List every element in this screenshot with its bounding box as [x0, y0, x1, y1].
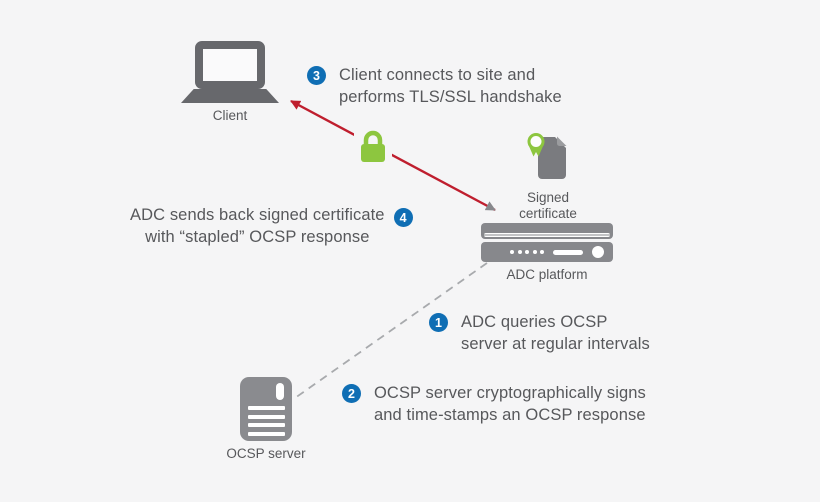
appliance-bottom-unit: [481, 242, 613, 262]
step-2: 2 OCSP server cryptographically signs an…: [342, 383, 646, 426]
step-4-badge: 4: [393, 208, 413, 227]
step-2-line-2: and time-stamps an OCSP response: [374, 405, 646, 424]
step-3: 3 Client connects to site and performs T…: [307, 65, 562, 108]
step-1-text: ADC queries OCSP server at regular inter…: [461, 312, 650, 355]
step-1-badge: 1: [429, 313, 448, 332]
signed-certificate-label-line-2: certificate: [519, 205, 577, 221]
adc-platform-label: ADC platform: [506, 267, 588, 282]
step-1-line-2: server at regular intervals: [461, 334, 650, 353]
step-1: 1 ADC queries OCSP server at regular int…: [429, 312, 650, 355]
adc-platform-node: ADC platform: [481, 223, 613, 283]
step-1-line-1: ADC queries OCSP: [461, 313, 608, 331]
step-2-line-1: OCSP server cryptographically signs: [374, 384, 646, 402]
step-3-line-2: performs TLS/SSL handshake: [339, 87, 562, 106]
appliance-led-dots: [510, 250, 544, 254]
padlock-icon: [354, 126, 392, 168]
step-3-text: Client connects to site and performs TLS…: [339, 65, 562, 108]
appliance-drive-bay: [553, 249, 583, 255]
signed-certificate-node: Signed certificate: [505, 131, 591, 221]
certificate-award-icon: [505, 131, 591, 188]
ocsp-server-node: OCSP server: [216, 377, 316, 462]
step-4-line-1: ADC sends back signed certificate: [130, 206, 385, 224]
ocsp-query-dashed-line: [294, 262, 488, 399]
step-4-text: ADC sends back signed certificate with “…: [130, 205, 385, 248]
step-3-line-1: Client connects to site and: [339, 66, 536, 84]
appliance-power-button: [592, 246, 604, 258]
ocsp-server-label: OCSP server: [226, 446, 306, 461]
client-node: Client: [181, 41, 279, 124]
signed-certificate-label-line-1: Signed: [526, 190, 570, 205]
laptop-icon: [181, 41, 279, 103]
laptop-base: [181, 89, 279, 103]
appliance-icon: [481, 223, 613, 262]
step-4: ADC sends back signed certificate with “…: [130, 205, 413, 248]
appliance-slot: [484, 233, 610, 237]
step-4-line-2: with “stapled” OCSP response: [145, 227, 370, 246]
server-vent-slot: [276, 383, 284, 400]
server-tower-icon: [240, 377, 292, 441]
signed-certificate-label: Signed certificate: [505, 190, 591, 221]
laptop-screen: [195, 41, 265, 89]
step-3-badge: 3: [307, 66, 326, 85]
client-label: Client: [212, 108, 248, 123]
appliance-top-unit: [481, 223, 613, 239]
server-drive-bars: [248, 406, 285, 436]
tls-handshake-arrow: [290, 99, 496, 212]
step-2-text: OCSP server cryptographically signs and …: [374, 383, 646, 426]
step-2-badge: 2: [342, 384, 361, 403]
